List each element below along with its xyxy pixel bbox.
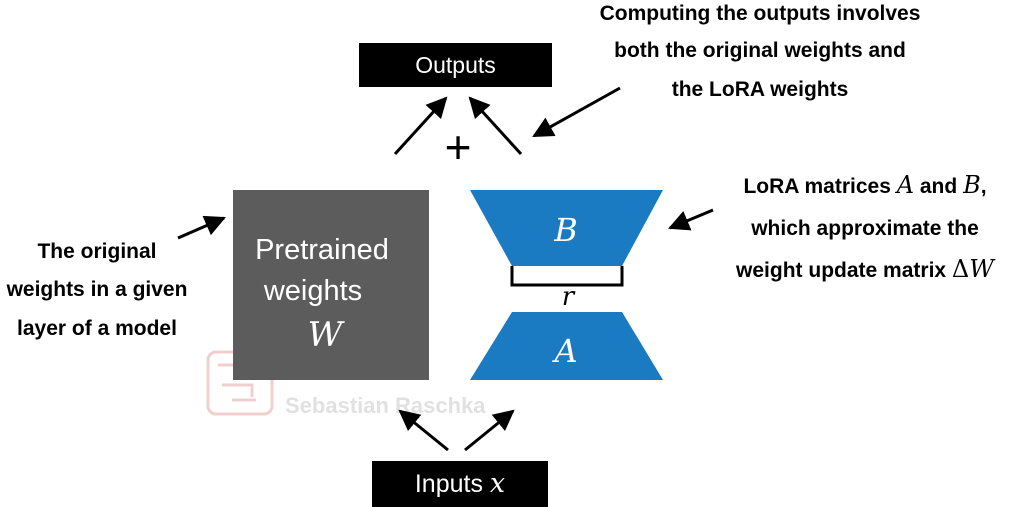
- annotation-right-line1: LoRA matrices A and B,: [743, 171, 986, 199]
- rank-bracket: [510, 266, 624, 287]
- pretrained-line1: Pretrained: [255, 234, 389, 266]
- arrow-lora-to-outputs: [468, 96, 523, 156]
- outputs-box: [359, 43, 552, 87]
- lora-matrix-a: [470, 312, 663, 380]
- annotation-right-line3-prefix: weight update matrix: [735, 259, 952, 282]
- annotation-right-line1-suffix: ,: [981, 175, 987, 198]
- plus-sign: +: [445, 121, 472, 173]
- lora-b-label: B: [553, 211, 578, 249]
- annotation-right-line3-delta: Δ: [952, 255, 969, 283]
- annotation-top-right-line2: both the original weights and: [614, 39, 906, 62]
- annotation-left-line3: layer of a model: [17, 317, 177, 340]
- annotation-right-line3-w: W: [969, 255, 996, 283]
- arrow-pretrained-to-outputs: [393, 96, 448, 156]
- inputs-box: [372, 461, 548, 507]
- annotation-right-line1-mid: and: [914, 175, 963, 198]
- lora-a-label: A: [551, 332, 577, 370]
- pretrained-line2: weights: [263, 275, 362, 307]
- inputs-symbol-x: x: [490, 468, 505, 499]
- watermark: Sebastian Raschka: [206, 350, 486, 418]
- arrow-inputs-to-pretrained: [398, 409, 449, 452]
- arrow-annotation-top-right: [532, 86, 621, 138]
- annotation-top-right-line1: Computing the outputs involves: [600, 2, 921, 25]
- lora-matrix-b: [470, 190, 663, 266]
- rank-label: r: [562, 282, 576, 312]
- outputs-label: Outputs: [415, 52, 496, 78]
- annotation-right-line1-prefix: LoRA matrices: [743, 175, 896, 198]
- annotation-right-line2: which approximate the: [750, 217, 979, 240]
- annotation-top-right-line3: the LoRA weights: [672, 78, 849, 101]
- arrow-annotation-left: [177, 215, 226, 240]
- annotation-left-line2: weights in a given: [6, 278, 188, 301]
- watermark-text: Sebastian Raschka: [285, 393, 486, 418]
- pretrained-symbol-w: W: [308, 315, 346, 355]
- annotation-right-line3: weight update matrix ΔW: [735, 255, 996, 283]
- arrow-inputs-to-lora: [464, 409, 515, 452]
- inputs-label: Inputs x: [415, 468, 505, 499]
- annotation-right-line1-b: B: [962, 171, 981, 199]
- annotation-right-line1-a: A: [895, 171, 914, 199]
- annotation-left-line1: The original: [37, 240, 156, 263]
- inputs-text: Inputs: [415, 470, 490, 498]
- arrow-annotation-right: [668, 208, 714, 231]
- pretrained-weights-box: [233, 190, 429, 380]
